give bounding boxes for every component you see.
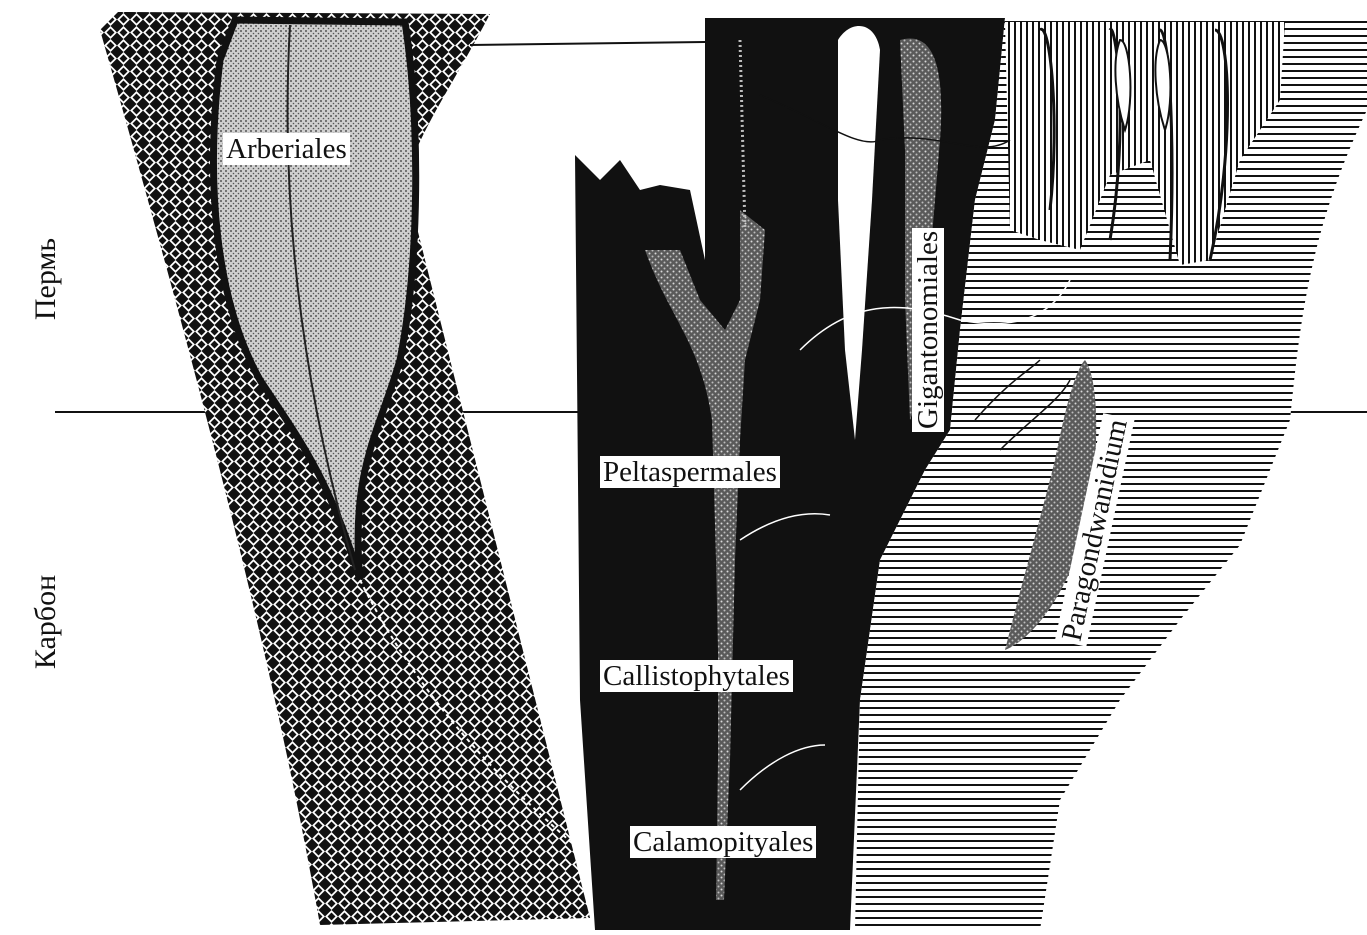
connector-top: [470, 42, 705, 45]
taxon-label-arberiales: Arberiales: [223, 133, 350, 165]
taxon-label-peltaspermales: Peltaspermales: [600, 456, 780, 488]
period-label-carbon: Карбон: [29, 552, 63, 692]
period-label-perm: Пермь: [29, 229, 63, 329]
taxon-label-gigantonomiales: Gigantonomiales: [912, 228, 944, 432]
taxon-label-callistophytales: Callistophytales: [600, 660, 793, 692]
taxon-label-calamopityales: Calamopityales: [630, 826, 816, 858]
